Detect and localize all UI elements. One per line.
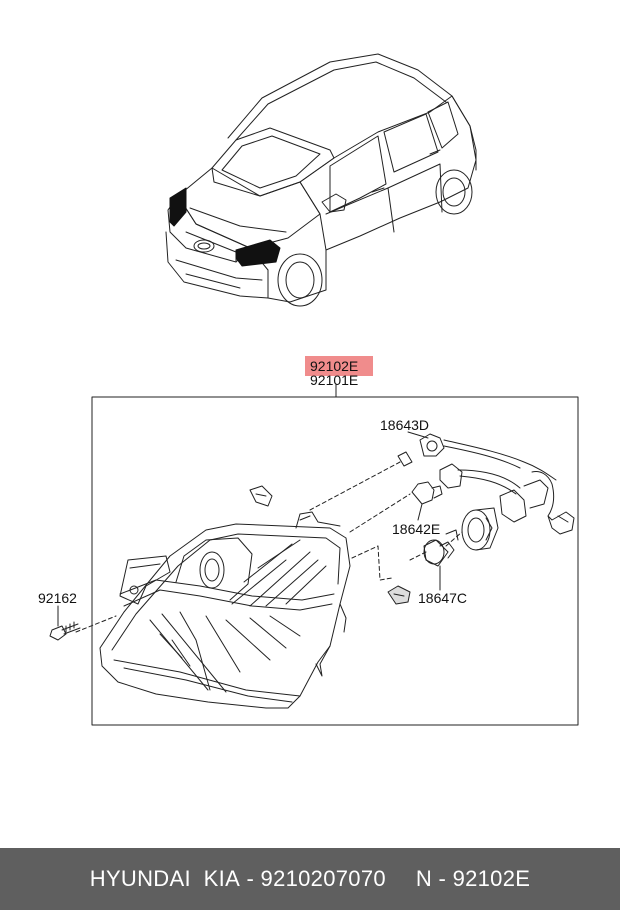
headlamp-bulb xyxy=(423,529,459,567)
label-assembly-lh: 92101E xyxy=(310,372,359,388)
wiring-harness xyxy=(443,439,575,535)
footer-oem-number: 9210207070 xyxy=(260,866,386,891)
label-side-bulb: 18643D xyxy=(380,417,430,433)
parts-diagram xyxy=(49,53,579,726)
screw xyxy=(49,621,81,641)
label-position-bulb: 18642E xyxy=(392,521,441,537)
label-assembly-rh: 92102E xyxy=(310,358,359,374)
assembly-number-highlight xyxy=(305,356,373,376)
label-screw: 92162 xyxy=(38,590,77,606)
footer-dash: - xyxy=(246,866,255,891)
position-bulb xyxy=(411,463,463,505)
connector-clip xyxy=(387,585,411,605)
footer-brand: HYUNDAI KIA xyxy=(89,866,241,891)
footer-n-prefix: N xyxy=(415,866,433,891)
parts-frame xyxy=(91,396,579,726)
side-bulb-leader xyxy=(407,431,429,439)
position-bulb-leader xyxy=(417,503,423,521)
car-illustration xyxy=(165,53,477,307)
headlamp-assembly xyxy=(99,511,351,709)
footer-part-code: 92102E xyxy=(452,866,531,891)
side-bulb xyxy=(397,433,445,467)
footer-dash-2: - xyxy=(438,866,447,891)
dashed-leaders xyxy=(75,461,463,633)
label-headlamp-bulb: 18647C xyxy=(418,590,468,606)
socket-cap xyxy=(461,507,499,551)
clip-small xyxy=(249,485,273,507)
part-info-footer: HYUNDAI KIA - 9210207070 N - 92102E xyxy=(0,848,620,910)
